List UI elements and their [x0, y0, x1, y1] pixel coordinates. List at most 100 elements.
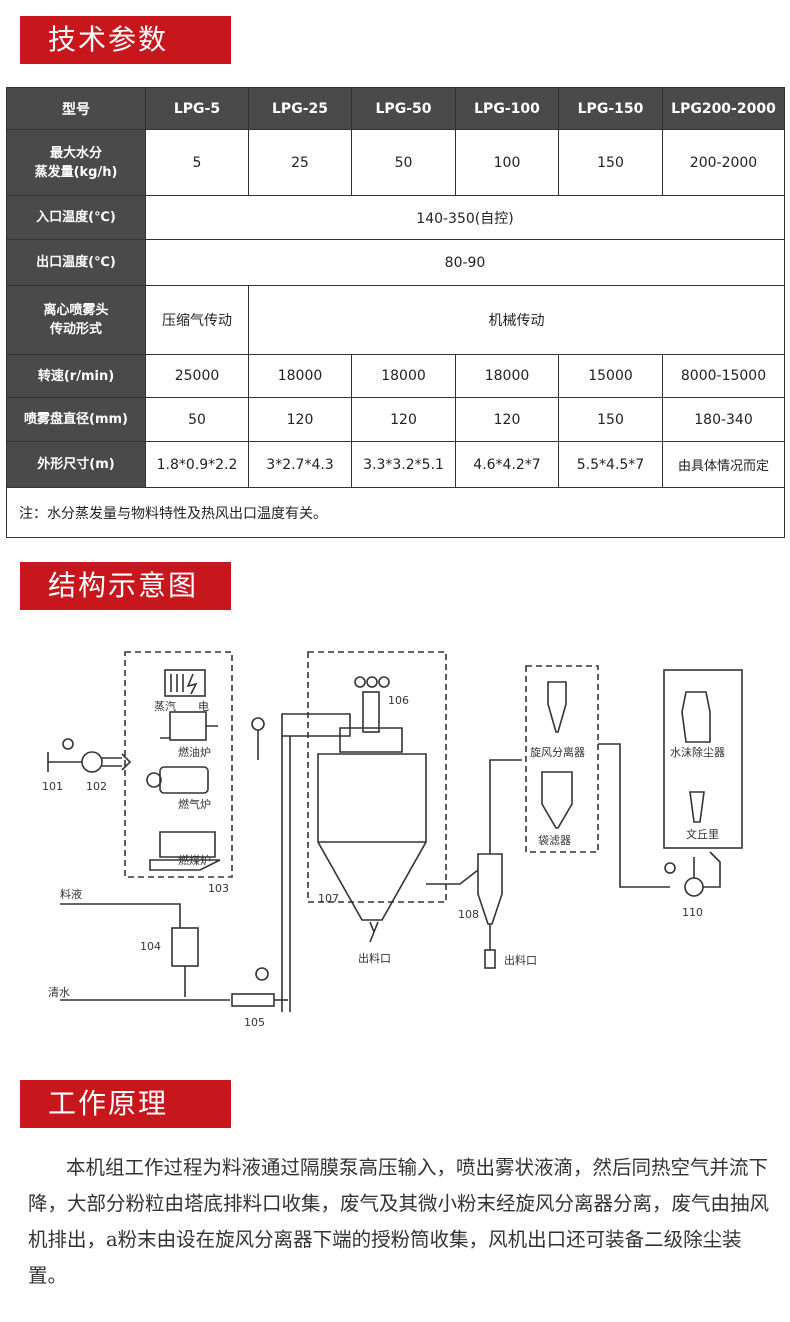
table-row-evaporation: 最大水分 蒸发量(kg/h) 5 25 50 100 150 200-2000: [6, 129, 785, 196]
table-cell: 120: [351, 397, 456, 442]
heater-box-103: [124, 651, 233, 878]
table-cell: 压缩气传动: [145, 285, 249, 355]
section-title-structure: 结构示意图: [20, 562, 231, 610]
tower-box: [307, 651, 447, 903]
row-label: 入口温度(℃): [6, 195, 146, 240]
air-pipe: [281, 736, 291, 1012]
label-107: 107: [318, 892, 339, 905]
to-fan-duct: [598, 743, 670, 888]
thermometer-icon: [251, 717, 265, 731]
header-cell: LPG200-2000: [662, 87, 785, 130]
exhaust-fan-110: [684, 877, 704, 897]
label-water-dust: 水沫除尘器: [670, 745, 725, 759]
table-cell: 由具体情况而定: [662, 441, 785, 488]
header-cell: LPG-150: [558, 87, 663, 130]
cyclone-separator-icon: [547, 681, 567, 733]
section-title-principle: 工作原理: [20, 1080, 231, 1128]
table-cell: 5: [145, 129, 249, 196]
feed-tank-104: [171, 927, 199, 967]
table-cell: 100: [455, 129, 559, 196]
label-gas-furnace: 燃气炉: [178, 797, 211, 811]
table-note: 注：水分蒸发量与物料特性及热风出口温度有关。: [6, 487, 785, 538]
header-cell: LPG-25: [248, 87, 352, 130]
label-clean-water: 清水: [48, 986, 70, 999]
header-cell: LPG-50: [351, 87, 456, 130]
row-label: 出口温度(℃): [6, 239, 146, 286]
table-cell: 80-90: [145, 239, 785, 286]
table-cell: 3*2.7*4.3: [248, 441, 352, 488]
principle-paragraph: 本机组工作过程为料液通过隔膜泵高压输入，喷出雾状液滴，然后同热空气并流下降，大部…: [28, 1156, 770, 1287]
label-105: 105: [244, 1016, 265, 1029]
label-outlet-2: 出料口: [504, 953, 537, 967]
table-cell: 25: [248, 129, 352, 196]
label-venturi: 文丘里: [686, 827, 719, 841]
atomizer-106: [362, 691, 380, 733]
outlet-duct: [426, 869, 479, 885]
label-outlet-1: 出料口: [358, 951, 391, 965]
label-cyclone: 旋风分离器: [530, 745, 585, 759]
gauge-icon: [62, 738, 74, 750]
steam-electric-icon: [164, 669, 206, 697]
table-cell: 3.3*3.2*5.1: [351, 441, 456, 488]
table-cell: 18000: [455, 354, 559, 398]
table-cell: 200-2000: [662, 129, 785, 196]
pump-105: [231, 993, 275, 1007]
table-row-disc: 喷雾盘直径(mm) 50 120 120 120 150 180-340: [6, 397, 785, 442]
row-label: 外形尺寸(m): [6, 441, 146, 488]
water-scrubber-icon: [681, 691, 711, 743]
table-row-inlet: 入口温度(℃) 140-350(自控): [6, 195, 785, 240]
row-label-line: 离心喷雾头: [43, 303, 109, 318]
table-row-outlet: 出口温度(℃) 80-90: [6, 239, 785, 286]
table-row-size: 外形尺寸(m) 1.8*0.9*2.2 3*2.7*4.3 3.3*3.2*5.…: [6, 441, 785, 488]
cyclone-108: [477, 853, 503, 925]
table-cell: 140-350(自控): [145, 195, 785, 240]
section-title-specs: 技术参数: [20, 16, 231, 64]
process-diagram: 蒸汽 电 燃油炉 燃气炉 燃煤炉 旋风分离器 袋滤器 水沫除尘器 文丘里 出料口…: [42, 651, 743, 1029]
label-oil-furnace: 燃油炉: [178, 745, 211, 759]
label-feed-liquid: 料液: [60, 887, 82, 901]
label-102: 102: [86, 780, 107, 793]
label-bag-filter: 袋滤器: [538, 833, 571, 847]
hot-air-duct: [281, 713, 351, 737]
table-cell: 8000-15000: [662, 354, 785, 398]
pressure-gauge-icon: [255, 967, 269, 981]
table-cell: 180-340: [662, 397, 785, 442]
label-steam: 蒸汽: [154, 699, 176, 713]
table-row-speed: 转速(r/min) 25000 18000 18000 18000 15000 …: [6, 354, 785, 398]
table-row-note: 注：水分蒸发量与物料特性及热风出口温度有关。: [6, 487, 785, 538]
table-cell: 1.8*0.9*2.2: [145, 441, 249, 488]
table-cell: 15000: [558, 354, 663, 398]
table-cell: 120: [455, 397, 559, 442]
row-label: 离心喷雾头 传动形式: [6, 285, 146, 355]
header-cell: 型号: [6, 87, 146, 130]
table-cell: 机械传动: [248, 285, 785, 355]
spec-table: 型号 LPG-5 LPG-25 LPG-50 LPG-100 LPG-150 L…: [6, 87, 785, 538]
table-cell: 50: [145, 397, 249, 442]
table-cell: 5.5*4.5*7: [558, 441, 663, 488]
table-cell: 4.6*4.2*7: [455, 441, 559, 488]
table-cell: 50: [351, 129, 456, 196]
table-cell: 150: [558, 397, 663, 442]
label-104: 104: [140, 940, 161, 953]
header-cell: LPG-100: [455, 87, 559, 130]
row-label: 最大水分 蒸发量(kg/h): [6, 129, 146, 196]
gas-furnace-icon: [159, 766, 209, 794]
table-header-row: 型号 LPG-5 LPG-25 LPG-50 LPG-100 LPG-150 L…: [6, 87, 785, 130]
feed-liquid-line: [60, 903, 181, 928]
table-row-drive: 离心喷雾头 传动形式 压缩气传动 机械传动: [6, 285, 785, 355]
label-101: 101: [42, 780, 63, 793]
row-label-line: 最大水分: [49, 145, 102, 161]
row-label: 转速(r/min): [6, 354, 146, 398]
table-cell: 18000: [351, 354, 456, 398]
label-electric: 电: [198, 700, 209, 713]
scrubber-box: [663, 669, 743, 849]
label-103: 103: [208, 882, 229, 895]
table-cell: 120: [248, 397, 352, 442]
separator-box: [525, 665, 599, 853]
label-coal-furnace: 燃煤炉: [178, 853, 211, 867]
label-106: 106: [388, 694, 409, 707]
coal-furnace-icon: [149, 831, 221, 871]
bag-filter-icon: [541, 771, 573, 829]
table-cell: 150: [558, 129, 663, 196]
header-cell: LPG-5: [145, 87, 249, 130]
